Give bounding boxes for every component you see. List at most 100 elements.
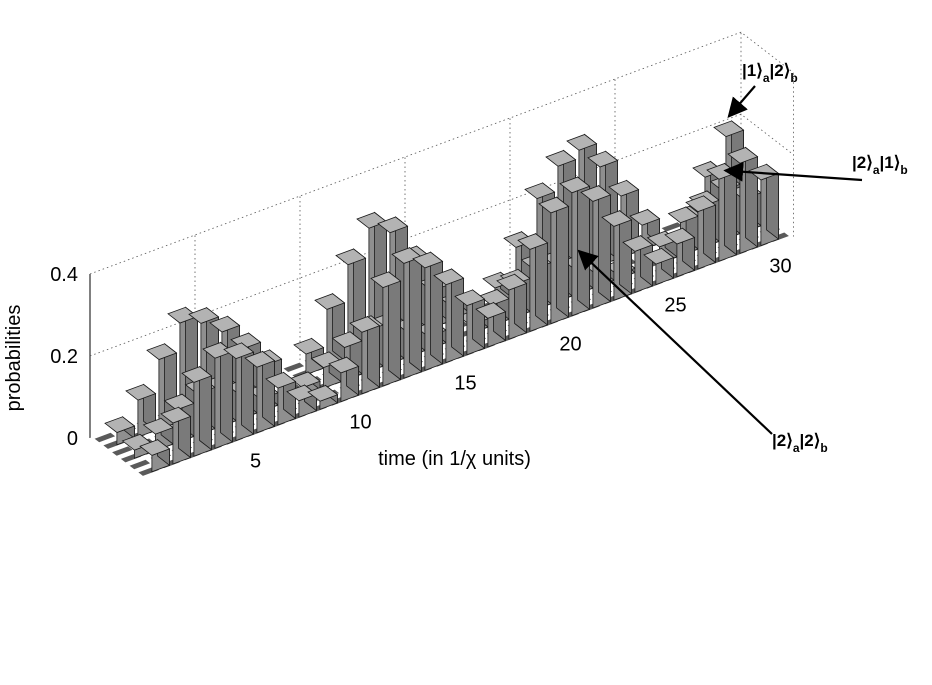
series-label: |2⟩a|2⟩b bbox=[772, 431, 828, 455]
bar-side-face bbox=[724, 162, 737, 256]
bar-top-face bbox=[289, 371, 321, 389]
bar bbox=[601, 209, 633, 301]
z-tick-label: 0 bbox=[67, 428, 78, 450]
bar-top-face bbox=[587, 150, 619, 168]
x-tick-label: 20 bbox=[559, 334, 581, 356]
bar-top-face bbox=[146, 343, 178, 360]
z-tick-label: 0.4 bbox=[50, 264, 78, 286]
bar-top-face bbox=[608, 179, 640, 197]
label-subscript: a bbox=[873, 163, 880, 177]
label-ket: |2⟩ bbox=[800, 431, 821, 450]
series-label: |1⟩a|2⟩b bbox=[742, 61, 798, 85]
bar-top-face bbox=[622, 235, 654, 252]
bar-top-face bbox=[293, 337, 325, 355]
bar bbox=[328, 356, 360, 403]
x-axis-label: time (in 1/χ units) bbox=[378, 448, 531, 470]
bar bbox=[142, 417, 174, 452]
bar-side-face bbox=[745, 146, 758, 248]
bar-top-face bbox=[538, 196, 570, 214]
bar-top-face bbox=[223, 342, 255, 360]
floor-tile bbox=[112, 446, 133, 456]
annotation-arrow bbox=[723, 161, 863, 182]
floor-tile bbox=[283, 362, 305, 372]
annotation-arrow bbox=[577, 249, 773, 435]
bar bbox=[160, 406, 192, 465]
bar-top-face bbox=[580, 185, 612, 202]
label-subscript: a bbox=[763, 71, 770, 85]
bar bbox=[139, 438, 171, 473]
bar-top-face bbox=[643, 247, 675, 265]
bar-side-face bbox=[220, 341, 233, 443]
bar-top-face bbox=[566, 134, 598, 151]
bar-top-face bbox=[265, 371, 297, 389]
bar-top-face bbox=[517, 233, 549, 250]
bar-top-face bbox=[629, 209, 661, 226]
bar bbox=[349, 315, 381, 395]
bar bbox=[202, 341, 234, 449]
bar-side-face bbox=[598, 184, 611, 303]
x-tick-label: 30 bbox=[769, 256, 791, 278]
bar-side-face bbox=[409, 246, 422, 373]
bar bbox=[314, 292, 346, 368]
bar bbox=[475, 301, 507, 348]
label-ket: |1⟩ bbox=[880, 153, 901, 172]
bar bbox=[286, 384, 318, 418]
bar-top-face bbox=[188, 307, 220, 324]
z-gridline bbox=[89, 31, 794, 275]
bar-top-face bbox=[601, 210, 633, 227]
bar-top-face bbox=[412, 251, 444, 269]
floor-tile bbox=[129, 459, 151, 470]
series-2-bars bbox=[139, 146, 780, 473]
bar-top-face bbox=[496, 273, 528, 291]
bar-top-face bbox=[160, 406, 192, 424]
bar-side-face bbox=[556, 196, 569, 318]
label-subscript: b bbox=[790, 71, 797, 85]
bar bbox=[391, 246, 423, 379]
bar-top-face bbox=[307, 385, 339, 402]
series-annotations: |1⟩a|2⟩b|2⟩a|1⟩b|2⟩a|2⟩b bbox=[577, 61, 908, 455]
bar-top-face bbox=[314, 293, 346, 310]
bar-top-face bbox=[209, 315, 241, 333]
bar bbox=[412, 251, 444, 371]
bar bbox=[748, 163, 780, 247]
bar bbox=[454, 289, 486, 356]
label-subscript: b bbox=[820, 441, 827, 455]
bar-top-face bbox=[125, 383, 157, 401]
bar-top-face bbox=[244, 351, 276, 368]
floor-tile bbox=[661, 222, 683, 232]
x-tick-label: 15 bbox=[454, 373, 476, 395]
label-subscript: a bbox=[793, 441, 800, 455]
bar-top-face bbox=[328, 356, 360, 374]
bar-side-face bbox=[430, 251, 443, 365]
bar bbox=[664, 227, 696, 278]
bar bbox=[307, 384, 339, 410]
y-axis-label: probabilities bbox=[3, 305, 25, 412]
bar-top-face bbox=[181, 366, 213, 383]
bar-top-face bbox=[454, 289, 486, 307]
bar-top-face bbox=[559, 176, 591, 194]
bar-top-face bbox=[377, 216, 409, 234]
bar bbox=[181, 365, 213, 457]
x-tick-label: 25 bbox=[664, 295, 686, 317]
series-label: |2⟩a|1⟩b bbox=[852, 153, 908, 177]
bar-top-face bbox=[475, 302, 507, 319]
label-ket: |1⟩ bbox=[742, 61, 763, 80]
bar-side-face bbox=[535, 232, 548, 326]
bar-side-face bbox=[388, 271, 401, 381]
bar-top-face bbox=[664, 227, 696, 245]
bar-top-face bbox=[104, 416, 136, 433]
z-tick-label: 0.2 bbox=[50, 346, 78, 368]
bar bbox=[223, 342, 255, 442]
bar bbox=[580, 184, 612, 309]
bar-top-face bbox=[370, 271, 402, 289]
bar bbox=[370, 271, 402, 387]
label-ket: |2⟩ bbox=[772, 431, 793, 450]
annotation-arrow bbox=[727, 85, 756, 118]
x-tick-label: 5 bbox=[250, 451, 261, 473]
bar-top-face bbox=[139, 439, 171, 456]
bar bbox=[685, 195, 717, 270]
bar bbox=[538, 196, 570, 325]
bar bbox=[104, 415, 136, 446]
bar bbox=[496, 273, 528, 340]
